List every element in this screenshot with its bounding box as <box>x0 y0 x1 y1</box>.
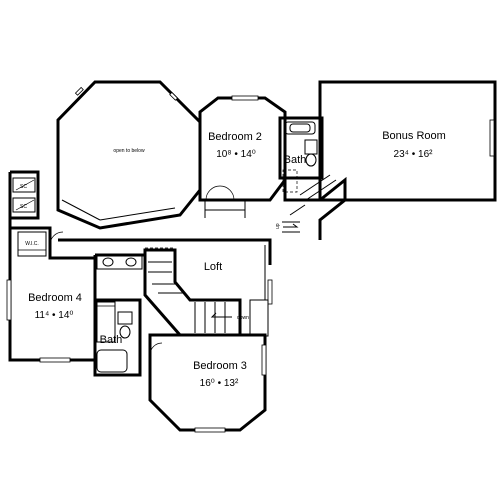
stair-down-label: down <box>237 315 249 321</box>
open-to-below-label: open to below <box>113 148 145 154</box>
bedroom-3-dimensions: 16⁰ • 13² <box>200 378 239 389</box>
bedroom-4-dimensions: 11⁴ • 14⁰ <box>35 310 74 321</box>
bath-lower-label: Bath <box>100 334 123 346</box>
bath-upper <box>278 116 324 193</box>
stair-hall <box>282 174 347 240</box>
bedroom-3-name: Bedroom 3 <box>193 360 247 372</box>
loft-label: Loft <box>204 261 222 273</box>
bedroom-2-name: Bedroom 2 <box>208 131 262 143</box>
bedroom-2 <box>198 95 287 218</box>
bath-upper-label: Bath <box>284 154 307 166</box>
open-to-below-area <box>56 80 202 230</box>
bath-lower <box>93 298 142 377</box>
bedroom-2-dimensions: 10⁸ • 14⁰ <box>216 149 256 160</box>
storage-closet-label-1: SC <box>20 184 27 190</box>
vanity <box>96 254 143 270</box>
storage-closet-label-2: SC <box>20 204 27 210</box>
stair-up-label: up <box>275 223 281 229</box>
main-stair <box>143 247 242 337</box>
bedroom-4-name: Bedroom 4 <box>28 292 82 304</box>
storage-closets <box>8 170 40 220</box>
bedroom-3 <box>148 299 269 433</box>
bonus-room <box>318 80 497 202</box>
wic-label: W.I.C. <box>25 241 39 247</box>
bonus-room-dimensions: 23⁴ • 16² <box>394 149 434 160</box>
bonus-room-name: Bonus Room <box>382 130 446 142</box>
